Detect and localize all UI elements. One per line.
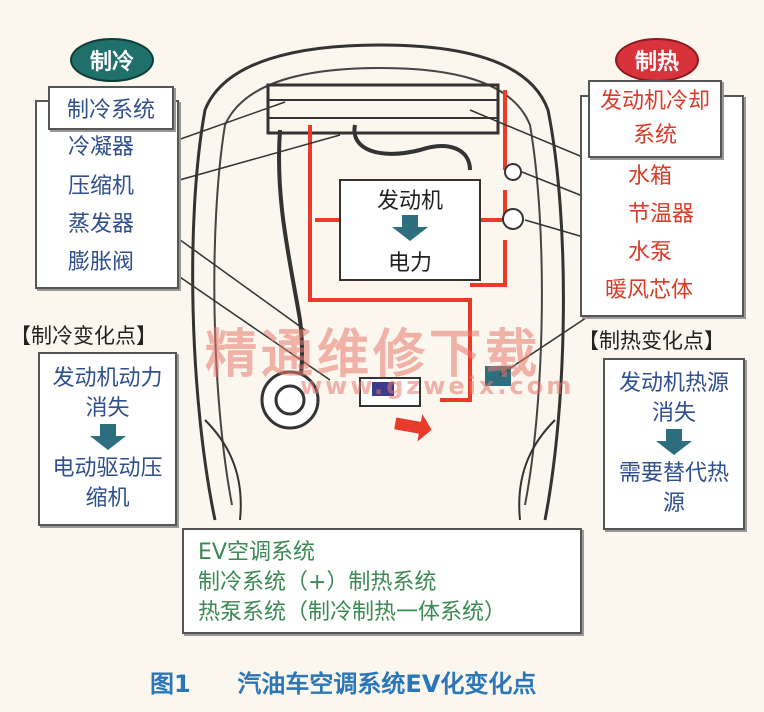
heating-change-box: 发动机热源消失 需要替代热源 bbox=[603, 358, 745, 530]
heater-core bbox=[485, 366, 511, 386]
left-wheel-arch bbox=[204, 419, 242, 521]
heating-change-after: 需要替代热源 bbox=[618, 461, 729, 516]
figure-caption: 图1 汽油车空调系统EV化变化点 bbox=[150, 664, 536, 699]
ev-ac-line3: 热泵系统（制冷制热一体系统） bbox=[198, 600, 507, 625]
cooling-system-title-box: 制冷系统 bbox=[48, 86, 174, 130]
ev-ac-title: EV空调系统 bbox=[198, 540, 315, 565]
cooling-change-title: 【制冷变化点】 bbox=[10, 324, 157, 348]
radiator-label: 水箱 bbox=[628, 164, 673, 189]
cooling-change-before: 发动机动力消失 bbox=[52, 366, 163, 421]
left-leader-lines bbox=[157, 101, 341, 381]
evaporator-label: 蒸发器 bbox=[68, 212, 135, 237]
thermostat-label: 节温器 bbox=[628, 202, 695, 227]
thermostat-symbol bbox=[504, 163, 522, 181]
compressor-label: 压缩机 bbox=[68, 174, 135, 199]
right-wheel-arch bbox=[518, 419, 556, 521]
cooling-change-arrow-icon bbox=[89, 424, 126, 454]
car-outline-inner bbox=[213, 66, 543, 506]
heater-outflow-arrow bbox=[394, 413, 432, 442]
heater-core-label: 暖风芯体 bbox=[605, 278, 694, 303]
cooling-system-title: 制冷系统 bbox=[66, 98, 155, 123]
car-outline bbox=[191, 43, 565, 521]
heating-change-arrow-icon bbox=[656, 429, 692, 459]
engine-output-label: 电力 bbox=[387, 251, 432, 276]
evaporator-core bbox=[372, 382, 394, 396]
figure-title: 汽油车空调系统EV化变化点 bbox=[237, 670, 537, 698]
ev-ac-line2: 制冷系统（+）制热系统 bbox=[198, 570, 437, 595]
heating-system-title: 发动机冷却系统 bbox=[600, 89, 711, 148]
watermark-cn: 精通维修下载 bbox=[205, 325, 542, 385]
engine-arrow-icon bbox=[392, 215, 428, 245]
water-pump-label: 水泵 bbox=[628, 240, 673, 265]
cooling-system-panel bbox=[35, 100, 179, 289]
heating-change-before: 发动机热源消失 bbox=[618, 371, 729, 426]
heating-system-title-box: 发动机冷却系统 bbox=[588, 80, 722, 158]
expansion-valve-label: 膨胀阀 bbox=[68, 250, 135, 275]
water-pump-symbol bbox=[502, 208, 524, 230]
compressor-pulley bbox=[260, 370, 320, 430]
radiator-block bbox=[266, 83, 500, 135]
condenser-label: 冷凝器 bbox=[68, 135, 135, 160]
engine-box bbox=[339, 179, 481, 281]
heating-badge: 制热 bbox=[615, 38, 699, 82]
watermark-url: www.gzweix.com bbox=[300, 372, 575, 400]
heating-change-title: 【制热变化点】 bbox=[578, 329, 725, 353]
ev-ac-box: EV空调系统 制冷系统（+）制热系统 热泵系统（制冷制热一体系统） bbox=[182, 528, 582, 634]
engine-content: 发动机 电力 bbox=[340, 182, 480, 278]
cooling-badge: 制冷 bbox=[70, 38, 154, 82]
figure-number: 图1 bbox=[150, 670, 191, 698]
engine-label: 发动机 bbox=[376, 189, 443, 214]
cooling-change-box: 发动机动力消失 电动驱动压缩机 bbox=[38, 352, 177, 526]
cooling-change-after: 电动驱动压缩机 bbox=[52, 456, 163, 511]
